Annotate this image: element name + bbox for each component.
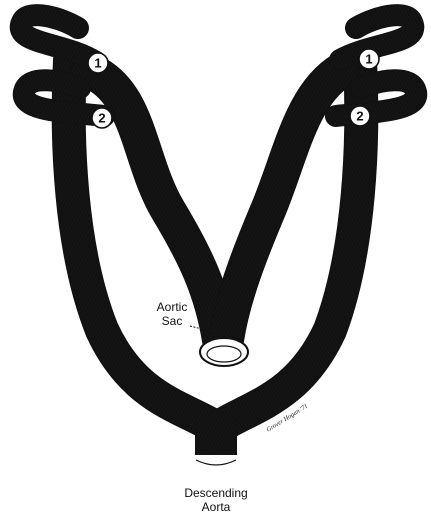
aortic-sac-label: Aortic Sac bbox=[148, 300, 196, 328]
svg-text:2: 2 bbox=[98, 111, 105, 126]
svg-text:1: 1 bbox=[94, 56, 101, 71]
arch-number-left-lower: 2 bbox=[92, 108, 112, 128]
descending-aorta-label: Descending Aorta bbox=[168, 486, 264, 514]
aortic-sac-label-line1: Aortic bbox=[148, 300, 196, 314]
aortic-sac-opening bbox=[200, 338, 248, 366]
arch-number-left-upper: 1 bbox=[88, 53, 108, 73]
arch-number-right-lower: 2 bbox=[350, 106, 370, 126]
descending-aorta-trunk bbox=[196, 418, 236, 465]
descending-aorta-label-line2: Aorta bbox=[168, 500, 264, 514]
descending-aorta-label-line1: Descending bbox=[168, 486, 264, 500]
arch-number-right-upper: 1 bbox=[359, 49, 379, 69]
svg-text:1: 1 bbox=[365, 52, 372, 67]
aortic-sac-label-line2: Sac bbox=[148, 314, 196, 328]
svg-text:2: 2 bbox=[356, 109, 363, 124]
